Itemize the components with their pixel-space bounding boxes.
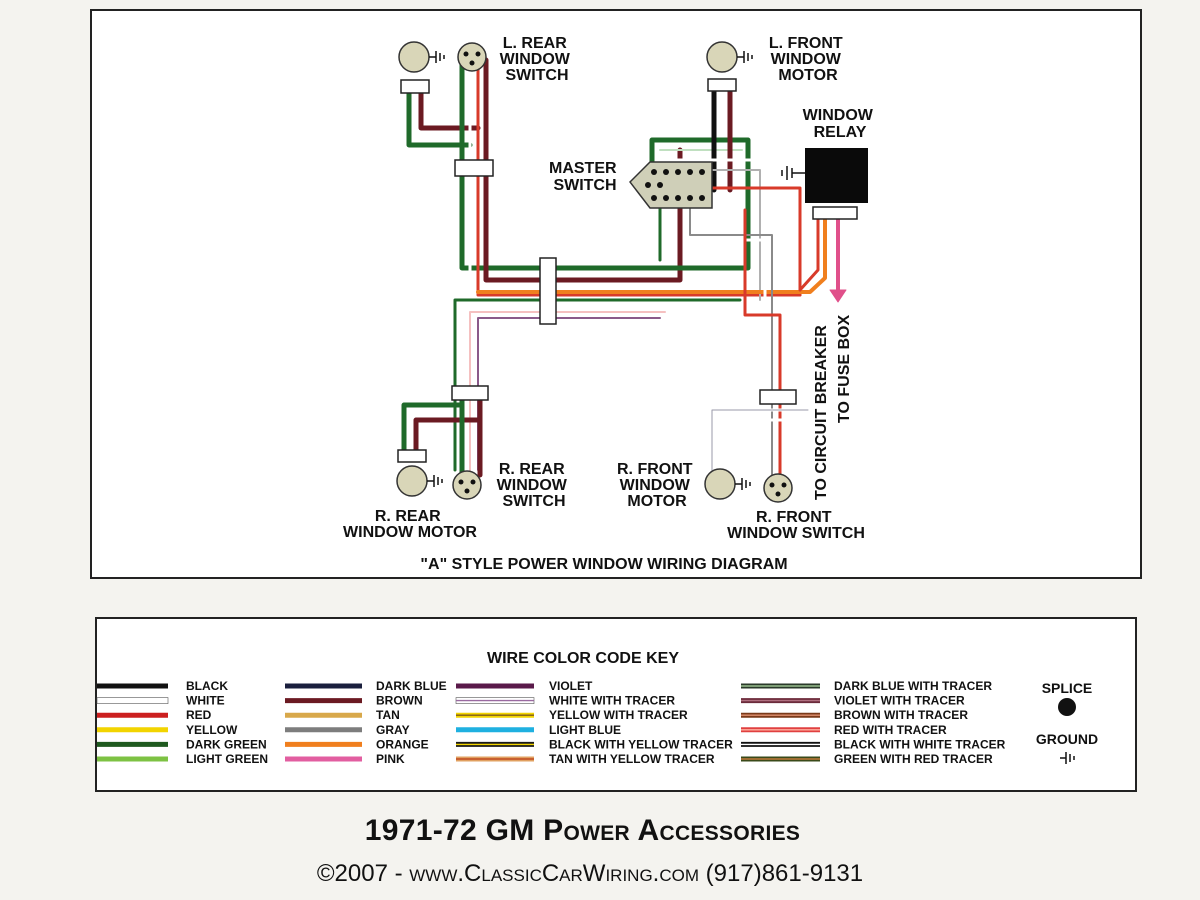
- r-front-motor: [704, 468, 736, 500]
- connector-r-front-switch: [759, 389, 797, 405]
- ground-label: GROUND: [1036, 731, 1098, 747]
- motor-ground-icons: [427, 51, 753, 490]
- wire-relay-red: [798, 216, 820, 292]
- key-frame: [95, 617, 1137, 792]
- footer-title: 1971-72 GM Power Accessories: [364, 814, 801, 847]
- key-label: ORANGE: [376, 737, 429, 751]
- label-l-rear-switch: L. REAR WINDOW SWITCH: [500, 35, 575, 84]
- label-l-front-motor: L. FRONT WINDOW MOTOR: [769, 35, 847, 84]
- r-front-switch: [763, 473, 793, 503]
- key-label: LIGHT BLUE: [549, 723, 621, 737]
- key-label: YELLOW: [186, 723, 238, 737]
- wire-l-rear-red: [476, 58, 802, 297]
- key-label: TAN: [376, 708, 400, 722]
- label-master-switch: MASTER SWITCH: [549, 160, 621, 194]
- wire-relay-orange: [476, 216, 827, 294]
- window-relay: [781, 148, 868, 203]
- wire-mid-green: [453, 298, 742, 472]
- label-r-rear-switch: R. REAR WINDOW SWITCH: [497, 461, 572, 510]
- key-label: BLACK WITH WHITE TRACER: [834, 737, 1006, 751]
- key-label: DARK BLUE: [376, 679, 447, 693]
- wire-mid-pink: [469, 311, 666, 471]
- key-label: WHITE WITH TRACER: [549, 694, 675, 708]
- r-rear-motor-ground-icon: [427, 475, 443, 487]
- l-front-motor-ground-icon: [737, 51, 753, 63]
- components: [396, 41, 793, 503]
- connector-window-relay: [812, 206, 858, 220]
- key-label: DARK BLUE WITH TRACER: [834, 679, 992, 693]
- r-rear-motor: [396, 465, 428, 497]
- key-label: YELLOW WITH TRACER: [549, 708, 688, 722]
- wire-harness: [401, 57, 847, 482]
- connector-l-front-motor: [707, 78, 737, 92]
- diagram-title: "A" STYLE POWER WINDOW WIRING DIAGRAM: [420, 556, 787, 573]
- connector-l-rear-motor: [400, 79, 430, 94]
- wire-l-rear-motor-brown: [418, 87, 481, 131]
- connectors: [397, 78, 858, 463]
- key-label: LIGHT GREEN: [186, 752, 268, 766]
- fuse-box-arrow: [829, 289, 847, 303]
- key-swatch-outline: [96, 697, 169, 704]
- wire-r-rear-motor-brown: [413, 417, 481, 461]
- key-label: GRAY: [376, 723, 410, 737]
- wire-r-rear-motor-green: [401, 402, 465, 461]
- key-label: WHITE: [186, 694, 225, 708]
- l-rear-motor-ground-icon: [429, 51, 445, 63]
- component-labels: L. REAR WINDOW SWITCH L. FRONT WINDOW MO…: [343, 35, 878, 542]
- key-label: VIOLET WITH TRACER: [834, 694, 965, 708]
- connector-center-splice: [539, 257, 557, 325]
- splice-symbol-icon: [1058, 698, 1076, 716]
- key-label: DARK GREEN: [186, 737, 267, 751]
- wire-r-front-motor-outline: [711, 409, 809, 476]
- ground-symbol-icon: [1060, 752, 1075, 764]
- key-label: TAN WITH YELLOW TRACER: [549, 752, 715, 766]
- key-label: BROWN WITH TRACER: [834, 708, 968, 722]
- label-window-relay: WINDOW RELAY: [803, 107, 878, 141]
- master-switch: [629, 161, 713, 209]
- wire-l-rear-green-trunk: [459, 57, 553, 271]
- wire-r-front-gray: [689, 204, 773, 481]
- switch-terminals: [458, 51, 787, 497]
- window-relay-body: [805, 148, 868, 203]
- key-label: PINK: [376, 752, 405, 766]
- label-to-fuse-box: TO FUSE BOX: [836, 315, 853, 423]
- footer-subtitle: ©2007 - www.ClassicCarWiring.com (917)86…: [316, 860, 864, 887]
- l-front-motor: [706, 41, 738, 73]
- splice-label: SPLICE: [1042, 680, 1093, 696]
- key-label: BROWN: [376, 694, 423, 708]
- relay-ground-icon: [781, 166, 805, 180]
- key-label: RED: [186, 708, 212, 722]
- key-label: RED WITH TRACER: [834, 723, 947, 737]
- connector-r-rear-switch: [451, 385, 489, 401]
- l-rear-switch: [457, 42, 487, 72]
- key-label: GREEN WITH RED TRACER: [834, 752, 993, 766]
- label-r-front-switch: R. FRONT WINDOW SWITCH: [727, 509, 865, 542]
- key-label: VIOLET: [549, 679, 593, 693]
- label-r-rear-motor: R. REAR WINDOW MOTOR: [343, 508, 477, 541]
- wire-l-rear-motor-green: [406, 87, 473, 148]
- key-label: BLACK: [186, 679, 228, 693]
- l-rear-motor: [398, 41, 430, 73]
- connector-r-rear-motor: [397, 449, 427, 463]
- label-to-circuit-breaker: TO CIRCUIT BREAKER: [813, 325, 830, 500]
- wire-r-front-white: [683, 203, 767, 482]
- r-rear-switch: [452, 470, 482, 500]
- key-title: WIRE COLOR CODE KEY: [487, 650, 679, 667]
- label-r-front-motor: R. FRONT WINDOW MOTOR: [617, 461, 697, 510]
- key-label: BLACK WITH YELLOW TRACER: [549, 737, 733, 751]
- r-front-motor-ground-icon: [735, 478, 751, 490]
- connector-l-rear-switch: [454, 159, 494, 177]
- wire-master-green-loop: [547, 137, 751, 271]
